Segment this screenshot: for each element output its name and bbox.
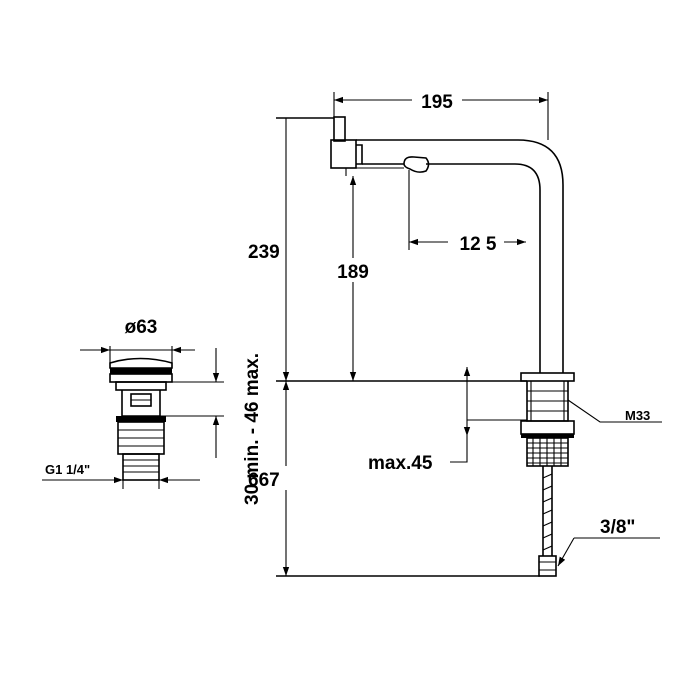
waste-valve — [109, 346, 173, 489]
dimension-667: 667 — [248, 381, 308, 576]
dim-label-189: 189 — [337, 262, 369, 283]
dim-label-m33: M33 — [625, 408, 650, 423]
dim-label-g114: G1 1/4" — [45, 462, 90, 477]
spout-outer — [356, 139, 564, 373]
dim-label-125: 12 5 — [460, 234, 497, 255]
reference-lines — [276, 92, 549, 577]
base-flange — [520, 372, 575, 382]
dim-label-d63: ø63 — [125, 317, 158, 338]
callout-hose: 3/8" — [557, 517, 660, 567]
dimension-d63: ø63 — [80, 317, 195, 354]
dimension-125: 12 5 — [409, 232, 526, 255]
fixing-nut — [520, 420, 575, 435]
callout-m33: M33 — [567, 399, 662, 423]
dim-label-239: 239 — [248, 242, 280, 263]
handle-block — [330, 139, 357, 169]
aerator — [403, 156, 430, 173]
dimension-239: 239 — [248, 118, 290, 381]
hose-nut — [538, 555, 557, 577]
faucet-body — [330, 116, 575, 577]
dim-label-deck-thickness: 30 min. - 46 max. — [242, 353, 263, 505]
spout-inner — [362, 163, 541, 373]
dimension-waste-height — [160, 348, 224, 458]
waste-thread — [122, 453, 160, 481]
dimension-g114: G1 1/4" — [42, 462, 200, 484]
dim-label-hose: 3/8" — [600, 517, 635, 538]
dim-label-667: 667 — [248, 470, 280, 491]
dimension-max45: max.45 — [368, 367, 471, 474]
dim-label-max45: max.45 — [368, 453, 433, 474]
dim-label-195: 195 — [421, 92, 453, 113]
dimension-189: 189 — [330, 176, 376, 381]
handle-lever — [333, 116, 346, 142]
dimension-195: 195 — [334, 90, 548, 113]
waste-cap — [109, 357, 173, 369]
flexible-hose — [542, 466, 553, 556]
